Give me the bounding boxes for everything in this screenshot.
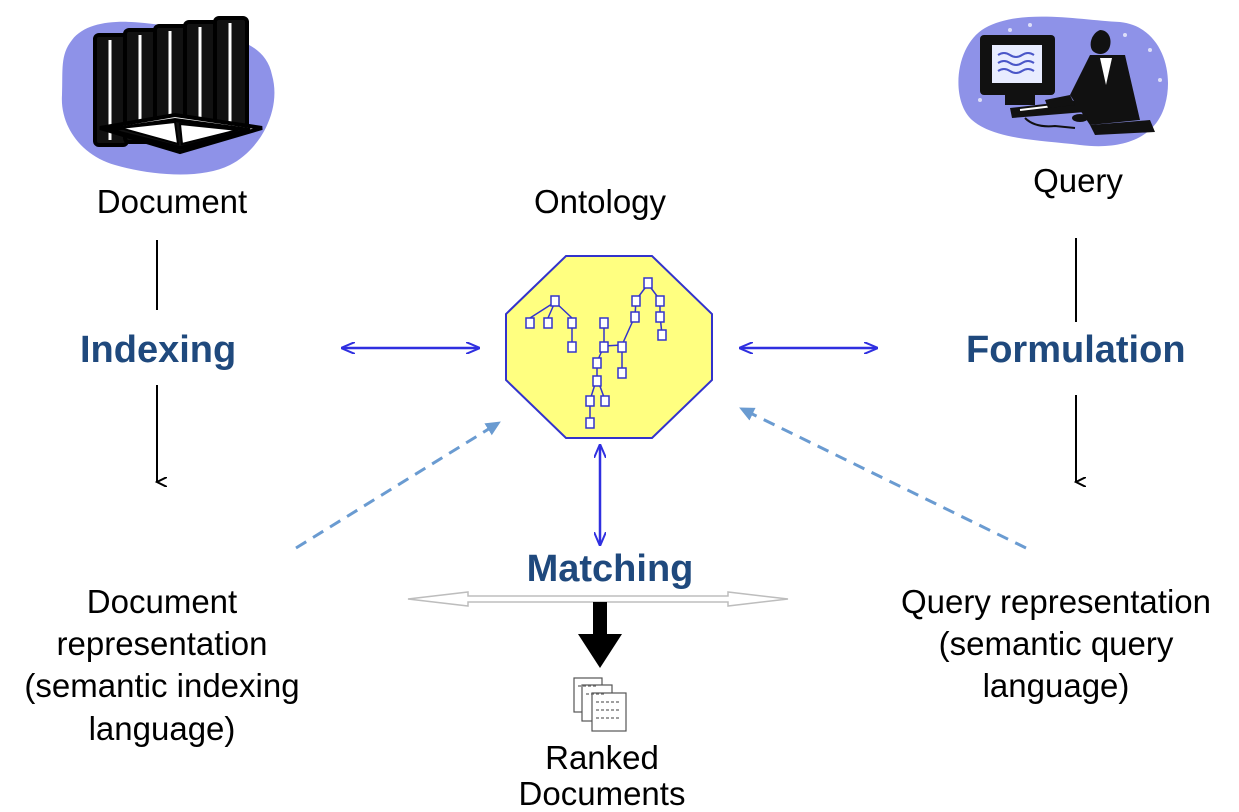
- ontology-label: Ontology: [533, 183, 667, 220]
- doc-rep-line-3: (semantic indexing: [24, 667, 300, 705]
- query-rep-line-2: (semantic query: [938, 625, 1174, 663]
- query-representation-label: Query representation (semantic query lan…: [901, 581, 1211, 708]
- ranked-line-1: Ranked: [545, 739, 659, 776]
- doc-rep-dashed-arrow: [295, 420, 501, 550]
- query-label: Query: [1033, 162, 1123, 199]
- document-representation-label: Document representation (semantic indexi…: [24, 581, 299, 750]
- query-rep-dashed-arrow: [739, 406, 1027, 550]
- person-computer-icon: [958, 16, 1168, 147]
- ranked-line-2: Documents: [518, 774, 686, 812]
- doc-rep-line-2: representation: [56, 625, 268, 663]
- ontology-graph-icon: [505, 255, 713, 439]
- doc-rep-line-1: Document: [86, 583, 238, 620]
- indexing-label: Indexing: [80, 329, 237, 371]
- books-icon: [61, 16, 275, 175]
- doc-rep-line-4: language): [88, 709, 236, 747]
- query-rep-line-3: language): [982, 667, 1130, 705]
- document-stack-icon: [573, 677, 627, 732]
- ranked-down-arrow: [578, 602, 622, 668]
- formulation-label: Formulation: [966, 329, 1186, 371]
- matching-label: Matching: [526, 548, 694, 590]
- query-rep-line-1: Query representation: [900, 583, 1212, 620]
- matching-hollow-double-arrow: [407, 591, 789, 607]
- ranked-documents-label: Ranked Documents: [519, 740, 686, 811]
- document-label: Document: [96, 183, 248, 220]
